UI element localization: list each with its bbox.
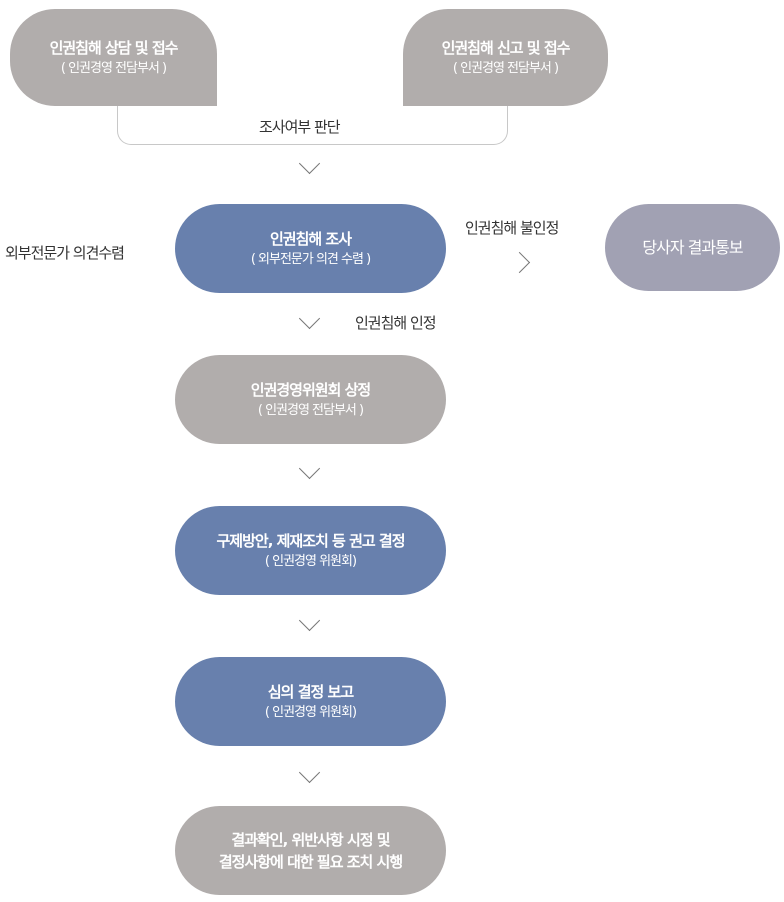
box-subtitle: ( 외부전문가 의견 수렴 ) bbox=[250, 251, 371, 267]
chevron-down-icon bbox=[298, 761, 321, 784]
box-subtitle: ( 인권경영 위원회) bbox=[264, 553, 357, 569]
investigation-box: 인권침해 조사 ( 외부전문가 의견 수렴 ) bbox=[175, 204, 446, 293]
box-title: 인권침해 상담 및 접수 bbox=[49, 38, 179, 57]
merge-label: 조사여부 판단 bbox=[259, 118, 341, 136]
box-title: 구제방안, 제재조치 등 권고 결정 bbox=[216, 531, 406, 550]
notify-box: 당사자 결과통보 bbox=[605, 204, 780, 291]
not-recognized-label: 인권침해 불인정 bbox=[465, 219, 559, 237]
box-title: 인권경영위원회 상정 bbox=[250, 380, 371, 399]
chevron-down-icon bbox=[298, 152, 321, 175]
box-line-2: 결정사항에 대한 필요 조치 시행 bbox=[218, 852, 403, 871]
remedy-box: 구제방안, 제재조치 등 권고 결정 ( 인권경영 위원회) bbox=[175, 506, 446, 595]
chevron-down-icon bbox=[298, 307, 321, 330]
box-line-1: 결과확인, 위반사항 시정 및 bbox=[231, 830, 390, 849]
external-opinion-label: 외부전문가 의견수렴 bbox=[5, 244, 125, 262]
box-subtitle: ( 인권경영 전담부서 ) bbox=[60, 60, 167, 76]
chevron-down-icon bbox=[298, 609, 321, 632]
chevron-down-icon bbox=[298, 457, 321, 480]
chevron-right-icon bbox=[508, 251, 531, 274]
box-subtitle: ( 인권경영 전담부서 ) bbox=[257, 402, 364, 418]
box-title: 심의 결정 보고 bbox=[267, 682, 354, 701]
consult-intake-box: 인권침해 상담 및 접수 ( 인권경영 전담부서 ) bbox=[10, 9, 217, 106]
final-action-box: 결과확인, 위반사항 시정 및 결정사항에 대한 필요 조치 시행 bbox=[175, 806, 446, 895]
box-title: 인권침해 신고 및 접수 bbox=[441, 38, 571, 57]
report-intake-box: 인권침해 신고 및 접수 ( 인권경영 전담부서 ) bbox=[403, 9, 608, 106]
report-box: 심의 결정 보고 ( 인권경영 위원회) bbox=[175, 657, 446, 746]
box-subtitle: ( 인권경영 전담부서 ) bbox=[452, 60, 559, 76]
box-subtitle: ( 인권경영 위원회) bbox=[264, 704, 357, 720]
merge-bracket bbox=[117, 100, 508, 145]
box-title: 당사자 결과통보 bbox=[642, 237, 743, 257]
recognized-label: 인권침해 인정 bbox=[355, 314, 437, 332]
box-title: 인권침해 조사 bbox=[269, 229, 352, 248]
committee-box: 인권경영위원회 상정 ( 인권경영 전담부서 ) bbox=[175, 355, 446, 444]
